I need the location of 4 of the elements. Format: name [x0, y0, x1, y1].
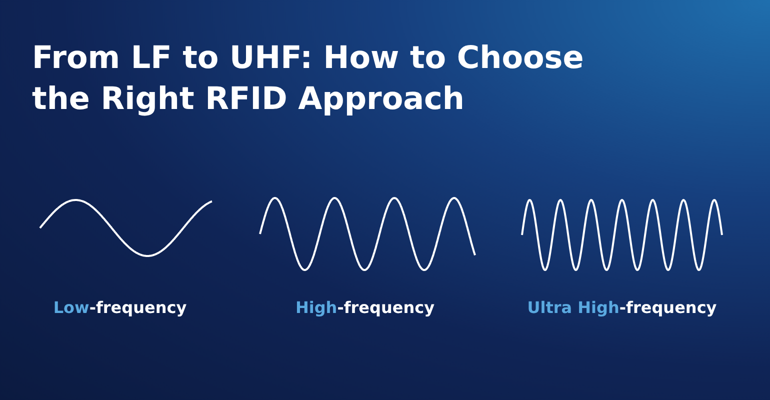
wave-label: Ultra High-frequency [527, 298, 717, 317]
heading: From LF to UHF: How to Choose the Right RFID Approach [32, 39, 585, 119]
wave-label: High-frequency [295, 298, 435, 317]
wave-label: Low-frequency [53, 298, 187, 317]
